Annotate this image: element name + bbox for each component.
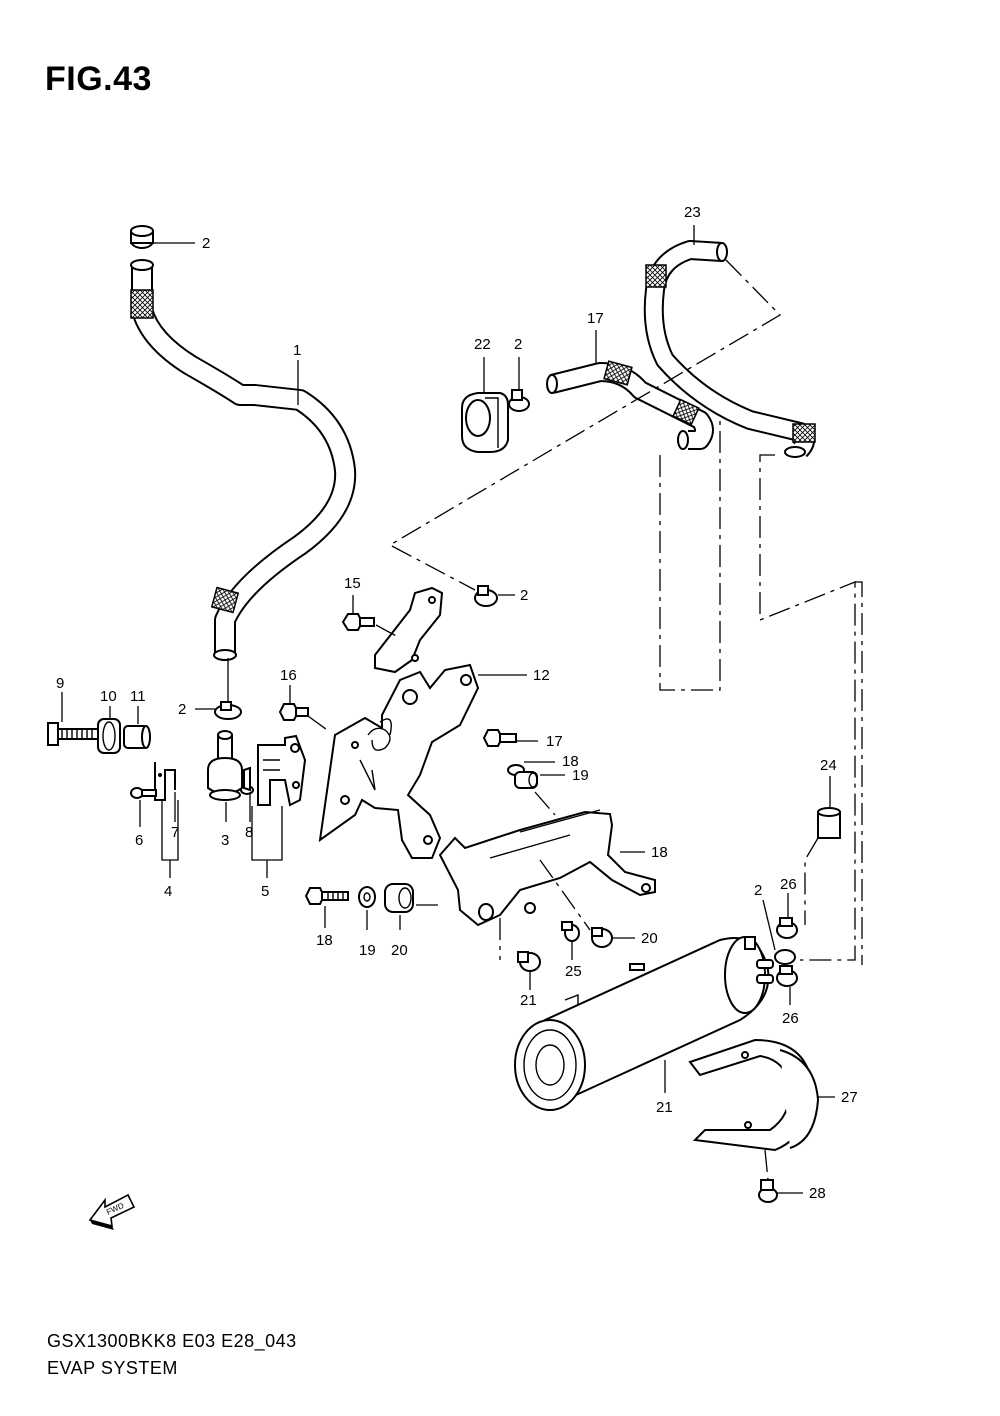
callout-20b: 21 <box>520 992 537 1009</box>
bracket-12[interactable] <box>318 663 480 859</box>
hose-1-end-top <box>130 259 154 271</box>
screw-6[interactable] <box>130 787 157 799</box>
callout-2b: 2 <box>178 701 186 718</box>
callout-20a: 20 <box>641 930 658 947</box>
hose-1[interactable] <box>130 259 357 661</box>
callout-17a: 17 <box>546 733 563 750</box>
clamp-2-lower-left[interactable] <box>214 701 242 720</box>
callout-13: 15 <box>344 575 361 592</box>
callout-28: 28 <box>809 1185 826 1202</box>
bolt-17-lower[interactable] <box>304 887 349 905</box>
model-code: GSX1300BKK8 E03 E28_043 <box>47 1331 297 1351</box>
hose-15[interactable] <box>546 360 714 450</box>
fwd-arrow-icon: FWD <box>88 1193 136 1230</box>
figure-title: FIG.43 <box>45 60 152 98</box>
callout-10: 10 <box>100 688 117 705</box>
callout-2d: 2 <box>520 587 528 604</box>
hose-24[interactable] <box>817 807 841 839</box>
nut-20-left[interactable] <box>517 951 541 972</box>
callout-18a: 18 <box>562 753 579 770</box>
callout-21: 21 <box>656 1099 673 1116</box>
bracket-7[interactable] <box>257 734 307 807</box>
callout-22: 22 <box>474 336 491 353</box>
clamp-2-top[interactable] <box>130 225 195 249</box>
callout-18b: 19 <box>359 942 376 959</box>
clip-5[interactable] <box>154 762 176 801</box>
clamp-26-upper[interactable] <box>776 917 798 939</box>
grommet-10[interactable] <box>97 718 121 754</box>
spring-clip-8[interactable] <box>243 766 251 792</box>
canister-21[interactable] <box>514 936 774 1111</box>
system-name: EVAP SYSTEM <box>47 1358 178 1378</box>
nut-20-right[interactable] <box>591 927 613 948</box>
callout-12: 12 <box>533 667 550 684</box>
callout-4: 4 <box>164 883 172 900</box>
callout-19a: 19 <box>572 767 589 784</box>
grommet-19-lower[interactable] <box>384 883 414 913</box>
callout-16: 18 <box>651 844 668 861</box>
callout-7: 5 <box>261 883 269 900</box>
callout-2e: 2 <box>754 882 762 899</box>
clamp-26-lower[interactable] <box>776 965 798 987</box>
callout-19b: 20 <box>391 942 408 959</box>
callout-3: 3 <box>221 832 229 849</box>
callout-5: 7 <box>171 824 179 841</box>
washer-18-lower[interactable] <box>358 886 376 908</box>
callout-15: 17 <box>587 310 604 327</box>
bolt-9[interactable] <box>47 722 101 746</box>
callout-26a: 26 <box>780 876 797 893</box>
bolt-14[interactable] <box>278 703 309 721</box>
callout-25: 25 <box>565 963 582 980</box>
callout-11: 11 <box>130 688 146 705</box>
hose-1-braid-bottom <box>210 586 240 614</box>
callout-23: 23 <box>684 204 701 221</box>
clamp-2-middle[interactable] <box>474 585 498 607</box>
callout-27: 27 <box>841 1089 858 1106</box>
callout-24: 24 <box>820 757 837 774</box>
hose-1-braid-top <box>130 289 154 319</box>
hose-23[interactable] <box>643 240 816 458</box>
callout-6: 6 <box>135 832 143 849</box>
callout-2c: 2 <box>514 336 522 353</box>
callout-1: 1 <box>293 342 301 359</box>
clamp-2-canister[interactable] <box>774 949 796 965</box>
bolt-17-upper[interactable] <box>482 729 517 747</box>
callout-8: 8 <box>245 824 253 841</box>
callout-17b: 18 <box>316 932 333 949</box>
callout-2a: 2 <box>202 235 210 252</box>
bracket-16[interactable] <box>438 809 656 927</box>
bolt-13[interactable] <box>341 613 375 631</box>
hose-1-end-bottom <box>213 649 237 661</box>
callout-26b: 26 <box>782 1010 799 1027</box>
callout-9: 9 <box>56 675 64 692</box>
collar-11[interactable] <box>123 725 151 749</box>
clamp-2-hose15[interactable] <box>508 389 530 412</box>
bracket-12-upper-plate[interactable] <box>374 586 444 674</box>
holder-22[interactable] <box>461 392 509 453</box>
band-27[interactable] <box>688 1038 820 1152</box>
callout-14: 16 <box>280 667 297 684</box>
screw-28[interactable] <box>758 1179 778 1203</box>
screw-25[interactable] <box>561 921 580 942</box>
grommet-19-upper[interactable] <box>514 771 538 789</box>
